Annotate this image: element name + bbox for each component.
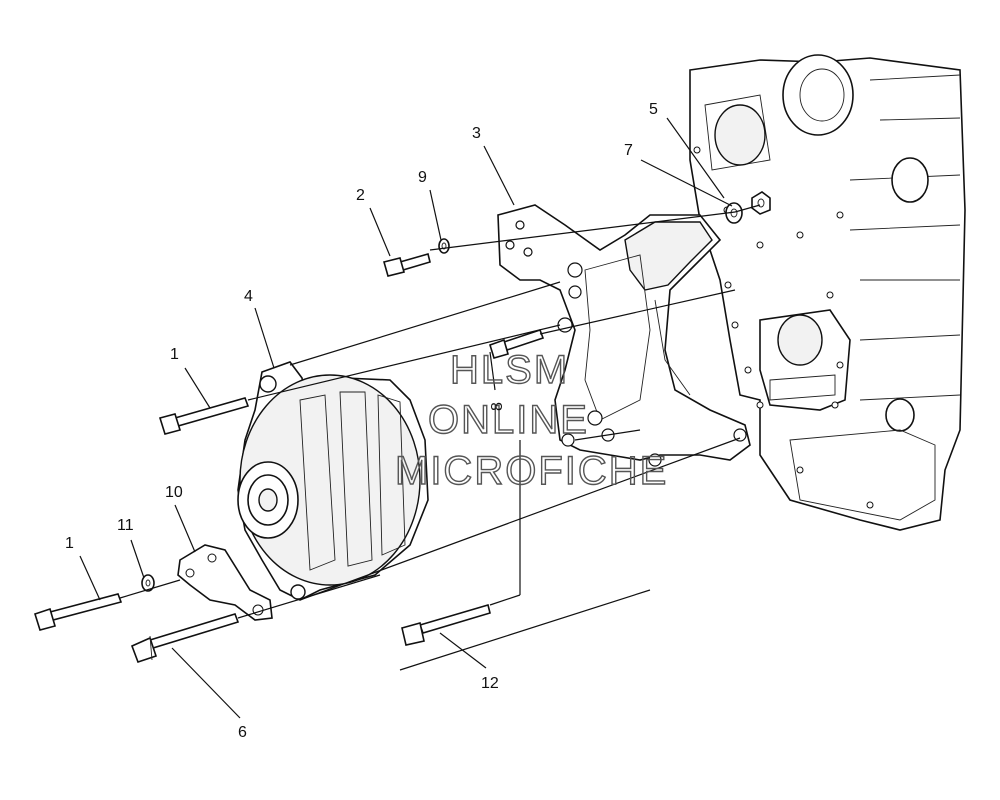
callout-11: 11 <box>117 517 134 534</box>
washer-9 <box>438 238 450 254</box>
engine-block <box>689 54 966 531</box>
flange-bolt-6 <box>130 613 240 664</box>
callout-1-lower: 1 <box>65 535 74 552</box>
callout-7: 7 <box>624 142 633 159</box>
watermark-line-2: ONLINE <box>428 398 589 442</box>
bolt-8 <box>489 328 545 359</box>
mounting-bracket <box>497 204 751 467</box>
callout-1-upper: 1 <box>170 346 179 363</box>
callouts: 1 1 2 3 4 5 6 7 8 9 10 11 12 <box>65 101 658 741</box>
assembly-lines <box>119 204 761 671</box>
block-holes <box>693 146 874 509</box>
callout-4: 4 <box>244 288 253 305</box>
watermark-line-1: HLSM <box>450 348 569 392</box>
callout-6: 6 <box>238 724 247 741</box>
alternator <box>237 361 429 601</box>
callout-10: 10 <box>165 484 183 501</box>
watermark: HLSM ONLINE MICROFICHE <box>394 347 668 493</box>
callout-2: 2 <box>356 187 365 204</box>
callout-3: 3 <box>472 125 481 142</box>
leader-lines <box>79 117 733 719</box>
callout-9: 9 <box>418 169 427 186</box>
watermark-line-3: MICROFICHE <box>395 449 668 493</box>
bolt-1-upper <box>158 397 250 435</box>
bolt-1-lower <box>34 593 123 631</box>
callout-8: 8 <box>489 402 506 411</box>
washer-11 <box>141 574 155 592</box>
callout-5: 5 <box>649 101 658 118</box>
socket-head-bolt-12 <box>401 603 491 646</box>
support-bracket <box>177 544 273 621</box>
socket-head-bolt-2 <box>383 253 431 277</box>
callout-12: 12 <box>481 675 499 692</box>
nut-5 <box>751 191 771 215</box>
